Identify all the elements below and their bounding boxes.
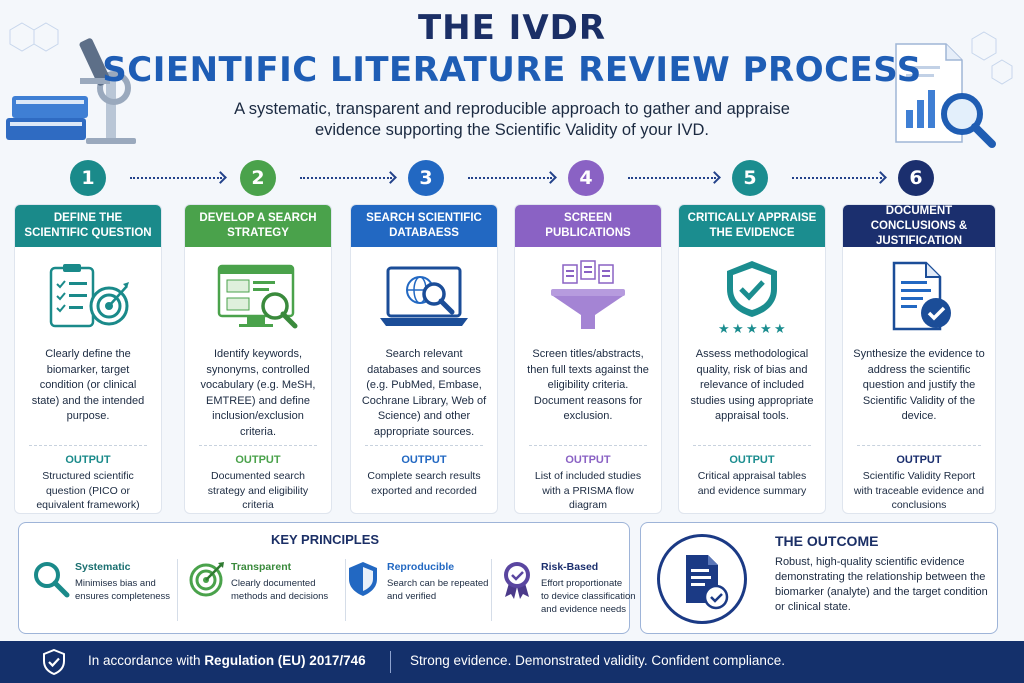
step-title: DEVELOP A SEARCH STRATEGY — [185, 205, 331, 247]
footer-tagline: Strong evidence. Demonstrated validity. … — [410, 653, 785, 668]
svg-text:★: ★ — [746, 322, 758, 335]
output-label: OUTPUT — [235, 454, 281, 466]
step-arrow — [628, 177, 716, 179]
principle-name: Transparent — [231, 561, 292, 573]
footer-bar: In accordance with Regulation (EU) 2017/… — [0, 641, 1024, 683]
output-label: OUTPUT — [896, 454, 942, 466]
magnifier-icon — [34, 562, 70, 598]
svg-text:★: ★ — [732, 322, 744, 335]
principle-name: Risk-Based — [541, 561, 599, 573]
regulation-name: Regulation (EU) 2017/746 — [204, 653, 366, 668]
step-title: SCREEN PUBLICATIONS — [515, 205, 661, 247]
step-title: CRITICALLY APPRAISE THE EVIDENCE — [679, 205, 825, 247]
output-label: OUTPUT — [401, 454, 447, 466]
books-microscope-icon — [6, 22, 136, 144]
step-title: DEFINE THE SCIENTIFIC QUESTION — [15, 205, 161, 247]
divider — [199, 445, 317, 446]
report-magnifier-icon — [895, 31, 1013, 148]
step-number: 2 — [240, 160, 276, 196]
output-text: Structured scientific question (PICO or … — [36, 470, 140, 511]
principle-name: Reproducible — [387, 561, 455, 573]
step-number: 1 — [70, 160, 106, 196]
step-title: SEARCH SCIENTIFIC DATABAESS — [351, 205, 497, 247]
step-number: 5 — [732, 160, 768, 196]
step-arrow — [468, 177, 552, 179]
target-icon — [189, 562, 224, 597]
step-description: Search relevant databases and sources (e… — [361, 348, 487, 438]
outcome-badge — [657, 534, 747, 624]
page-subtitle: A systematic, transparent and reproducib… — [234, 100, 790, 139]
step-description: Screen titles/abstracts, then full texts… — [527, 348, 649, 422]
step-card-5: CRITICALLY APPRAISE THE EVIDENCE ★★★★★ A… — [678, 204, 826, 514]
step-card-1: DEFINE THE SCIENTIFIC QUESTION Clearly d… — [14, 204, 162, 514]
key-principles-panel: KEY PRINCIPLES Systematic Minimises bias… — [18, 522, 636, 634]
output-label: OUTPUT — [729, 454, 775, 466]
step-card-2: DEVELOP A SEARCH STRATEGY Identify keywo… — [184, 204, 332, 514]
step-arrow — [130, 177, 222, 179]
page-title-line1: THE IVDR — [417, 8, 607, 48]
outcome-title: THE OUTCOME — [775, 533, 879, 549]
step-card-6: DOCUMENT CONCLUSIONS & JUSTIFICATION Syn… — [842, 204, 996, 514]
step-arrow — [792, 177, 882, 179]
laptop-globe-search-icon — [380, 266, 468, 326]
output-text: Complete search results exported and rec… — [367, 470, 481, 497]
divider — [177, 559, 178, 621]
svg-text:★: ★ — [774, 322, 786, 335]
outcome-text: Robust, high-quality scientific evidence… — [775, 556, 988, 613]
output-label: OUTPUT — [65, 454, 111, 466]
divider — [390, 651, 391, 673]
document-check-icon — [686, 555, 729, 610]
funnel-documents-icon — [551, 260, 625, 329]
divider — [857, 445, 981, 446]
output-text: Documented search strategy and eligibili… — [207, 470, 309, 511]
divider — [693, 445, 811, 446]
principle-name: Systematic — [75, 561, 131, 573]
step-description: Clearly define the biomarker, target con… — [31, 348, 145, 422]
output-text: List of included studies with a PRISMA f… — [534, 470, 642, 511]
divider — [491, 559, 492, 621]
output-label: OUTPUT — [565, 454, 611, 466]
step-card-4: SCREEN PUBLICATIONS Screen titles/abstra… — [514, 204, 662, 514]
output-text: Scientific Validity Report with traceabl… — [853, 470, 985, 511]
divider — [529, 445, 647, 446]
process-steps: 1 2 3 4 5 6 DEFINE THE SCIENTIFIC QUESTI… — [14, 160, 1010, 515]
clipboard-target-icon — [49, 264, 129, 328]
divider — [365, 445, 483, 446]
output-text: Critical appraisal tables and evidence s… — [697, 470, 807, 497]
header: THE IVDR SCIENTIFIC LITERATURE REVIEW PR… — [0, 0, 1024, 150]
step-description: Assess methodological quality, risk of b… — [690, 348, 814, 422]
outcome-panel: THE OUTCOME Robust, high-quality scienti… — [640, 522, 998, 634]
step-arrow — [300, 177, 392, 179]
step-title: DOCUMENT CONCLUSIONS & JUSTIFICATION — [843, 205, 995, 247]
monitor-search-icon — [217, 264, 298, 329]
step-number: 6 — [898, 160, 934, 196]
step-number: 3 — [408, 160, 444, 196]
divider — [29, 445, 147, 446]
shield-check-stars-icon: ★★★★★ — [718, 261, 786, 335]
shield-check-icon — [43, 649, 65, 675]
step-description: Identify keywords, synonyms, controlled … — [200, 348, 316, 438]
award-check-icon — [504, 562, 530, 599]
svg-text:★: ★ — [760, 322, 772, 335]
shield-icon — [349, 562, 377, 596]
page-title-line2: SCIENTIFIC LITERATURE REVIEW PROCESS — [102, 50, 922, 90]
principles-title: KEY PRINCIPLES — [270, 532, 380, 547]
svg-text:★: ★ — [718, 322, 730, 335]
document-check-icon — [892, 261, 951, 331]
divider — [345, 559, 346, 621]
step-number: 4 — [568, 160, 604, 196]
regulation-text: In accordance with Regulation (EU) 2017/… — [88, 653, 366, 668]
step-card-3: SEARCH SCIENTIFIC DATABAESS Search relev… — [350, 204, 498, 514]
step-description: Synthesize the evidence to address the s… — [853, 348, 985, 422]
